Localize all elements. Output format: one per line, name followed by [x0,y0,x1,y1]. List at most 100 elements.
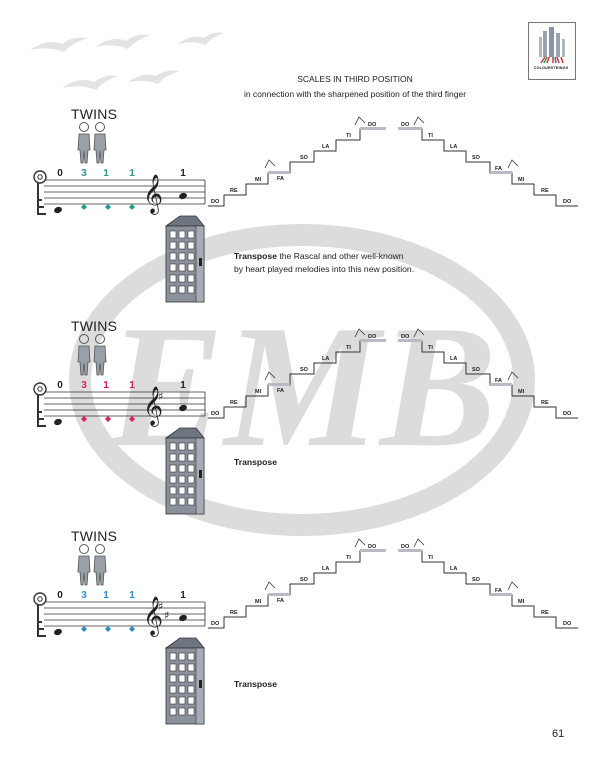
finger-number: 1 [103,168,109,179]
key-clef-icon [33,592,47,637]
note-head [54,418,62,426]
note-head [179,614,187,622]
finger-marker [105,204,111,210]
step-label: TI [346,133,351,139]
step-label: RE [541,610,549,616]
step-label: RE [230,188,238,194]
staircase-up [208,340,386,419]
transpose-bold-1: Transpose [234,251,277,261]
step-label: RE [230,400,238,406]
step-label: SO [472,577,481,583]
sharp-icon: ♯ [164,609,169,622]
half-step-mark [264,581,276,591]
finger-number: 1 [180,590,186,601]
step-label: DO [211,199,220,205]
finger-number: 1 [180,380,186,391]
staircase-down [398,550,578,629]
note-head [54,206,62,214]
half-step-shade [268,383,290,386]
step-label: RE [541,188,549,194]
finger-number: 3 [81,168,87,179]
step-label: TI [346,345,351,351]
page-number: 61 [552,728,565,740]
finger-marker [105,626,111,632]
step-label: TI [428,345,433,351]
transpose-text-2: Transpose [234,456,277,469]
step-label: LA [450,144,457,150]
half-step-shade [398,339,422,342]
step-label: DO [368,334,377,340]
half-step-mark [507,371,519,381]
key-clef-icon [33,382,47,427]
step-label: FA [495,166,502,172]
step-label: LA [322,144,329,150]
finger-number: 0 [57,168,63,179]
step-label: DO [401,334,410,340]
step-label: FA [495,588,502,594]
sharp-icon: ♯ [158,390,163,403]
half-step-mark [354,328,366,338]
step-label: DO [401,122,410,128]
note-head [179,192,187,200]
step-label: LA [450,356,457,362]
step-label: LA [322,566,329,572]
logo-text: COLOURSTRINGS [533,66,569,70]
half-step-shade [268,593,290,596]
half-step-mark [264,371,276,381]
twins-label-1: TWINS [71,106,118,122]
transpose-text-3: Transpose [234,678,277,691]
half-step-mark [413,328,425,338]
sharp-icon: ♯ [158,600,163,613]
step-label: SO [472,367,481,373]
transpose-rest-1: the Rascal and other well-known [277,251,404,261]
staircase-down [398,340,578,419]
music-staff [44,179,206,205]
half-step-shade [360,127,386,130]
finger-marker [129,204,135,210]
half-step-shade [490,171,512,174]
logo-icon [539,27,565,64]
step-label: DO [211,411,220,417]
twins-figures-icon [77,122,107,164]
staircase-up [208,550,386,629]
half-step-mark [507,159,519,169]
step-label: TI [346,555,351,561]
half-step-shade [360,549,386,552]
finger-number: 3 [81,380,87,391]
transpose-bold-3: Transpose [234,679,277,689]
step-label: MI [255,177,262,183]
step-label: MI [518,177,525,183]
step-label: RE [230,610,238,616]
step-label: DO [401,544,410,550]
key-clef-icon [33,170,47,215]
step-label: MI [255,599,262,605]
step-label: FA [277,598,284,604]
finger-number: 0 [57,380,63,391]
finger-marker [81,416,87,422]
note-head [179,404,187,412]
building-icon [164,637,205,725]
half-step-shade [490,593,512,596]
step-label: DO [563,199,572,205]
staircase-down [398,128,578,207]
treble-clef-icon: 𝄞 [143,174,163,215]
step-label: DO [368,122,377,128]
half-step-shade [398,549,422,552]
step-label: DO [563,411,572,417]
step-label: SO [300,367,309,373]
transpose-text-1: Transpose the Rascal and other well-know… [234,250,414,276]
finger-number: 1 [129,380,135,391]
finger-marker [129,626,135,632]
half-step-shade [490,383,512,386]
finger-number: 3 [81,590,87,601]
step-label: DO [368,544,377,550]
birds-decoration [30,32,224,90]
step-label: FA [495,378,502,384]
half-step-mark [413,116,425,126]
